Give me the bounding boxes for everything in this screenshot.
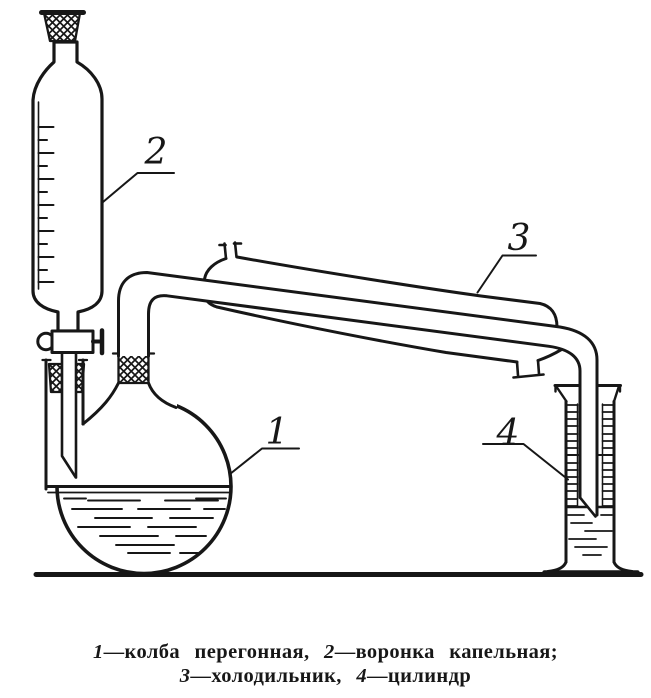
- stem-fill: [62, 350, 76, 478]
- neck-left-flare: [81, 381, 120, 426]
- dropping-funnel: [31, 10, 104, 333]
- neck-cork: [117, 352, 150, 385]
- liquid-dashes: [63, 497, 227, 554]
- water-outlet-nozzle: [218, 241, 243, 260]
- delivery-tube-inner-edge: [147, 294, 582, 499]
- caption-line-1: 1—колба перегонная, 2—воронка капельная;: [0, 640, 651, 664]
- flask-liquid: [45, 485, 233, 554]
- part-label-funnel: 2: [144, 132, 168, 173]
- flask-neck: [81, 381, 178, 426]
- water-inlet-nozzle: [512, 359, 545, 379]
- stem-left-wall: [60, 348, 77, 479]
- delivery-tube-fill: [118, 272, 597, 517]
- leader-line-4: [482, 443, 569, 481]
- jacket-right-close: [536, 348, 563, 362]
- part-label-condenser: 3: [508, 218, 531, 259]
- caption-num-4: 4: [356, 665, 367, 687]
- cylinder-base-flare: [546, 560, 634, 573]
- caption-num-2: 2: [324, 641, 335, 663]
- funnel-stem-assembly: [36, 328, 156, 479]
- delivery-tube: [117, 271, 599, 518]
- caption-text: —колба перегонная,: [103, 641, 325, 663]
- leader-line-2: [102, 172, 175, 203]
- figure-caption: 1—колба перегонная, 2—воронка капельная;…: [0, 640, 651, 688]
- caption-text: —цилиндр: [367, 665, 472, 687]
- caption-num-1: 1: [92, 641, 104, 663]
- delivery-tube-outer-edge: [117, 271, 599, 517]
- neck-right-flare: [147, 381, 178, 409]
- jacket-top-line: [235, 255, 559, 329]
- cylinder-rim-flare: [554, 384, 622, 403]
- leader-line-3: [476, 254, 537, 294]
- part-label-flask: 1: [266, 412, 289, 453]
- funnel-stopper: [42, 11, 82, 43]
- caption-text: —холодильник,: [190, 665, 357, 687]
- part-label-cylinder: 4: [496, 413, 520, 454]
- cylinder-liquid-dashes: [567, 514, 613, 556]
- caption-text: —воронка капельная;: [334, 641, 559, 663]
- delivery-tube-tip: [578, 496, 597, 518]
- caption-num-3: 3: [179, 665, 191, 687]
- stopcock: [36, 328, 105, 356]
- funnel-body: [31, 40, 104, 333]
- leader-line-1: [229, 447, 300, 475]
- jacket-bottom-line: [215, 305, 519, 364]
- caption-line-2: 3—холодильник, 4—цилиндр: [0, 664, 651, 688]
- funnel-graduations: [37, 126, 55, 283]
- stopcock-body: [50, 329, 95, 354]
- cylinder-walls: [564, 400, 616, 564]
